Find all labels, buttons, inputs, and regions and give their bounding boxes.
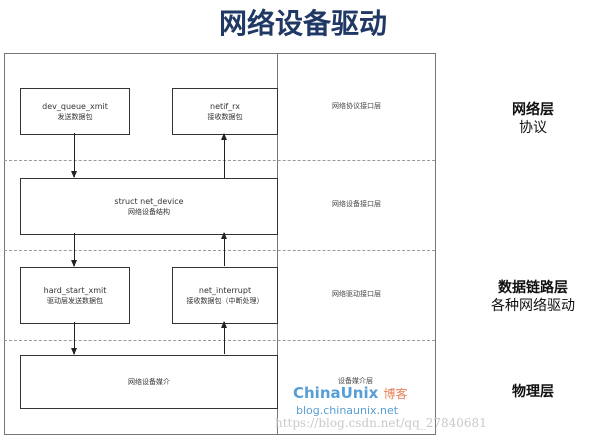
netif-rx-box: netif_rx 接收数据包 (172, 88, 278, 135)
arrow-xmit-to-device (71, 133, 77, 178)
hard-start-xmit-box: hard_start_xmit 驱动层发送数据包 (20, 267, 130, 324)
media-name: 网络设备媒介 (128, 378, 170, 386)
layer-divider-3 (4, 340, 435, 341)
net-device-desc: 网络设备结构 (128, 208, 170, 216)
side-network-title: 网络层 (512, 102, 554, 118)
netif-rx-name: netif_rx (210, 102, 240, 111)
arrow-hardxmit-to-media (71, 322, 77, 355)
net-interrupt-box: net_interrupt 接收数据包（中断处理） (172, 267, 278, 324)
side-datalink-sub: 各种网络驱动 (491, 298, 575, 314)
layer-label-protocol: 网络协议接口层 (332, 102, 381, 110)
diagram-title: 网络设备驱动 (218, 7, 387, 40)
net-device-name: struct net_device (114, 197, 184, 206)
net-interrupt-desc: 接收数据包（中断处理） (186, 297, 264, 305)
layer-divider-2 (4, 250, 435, 251)
hard-start-xmit-desc: 驱动层发送数据包 (47, 297, 103, 305)
arrow-device-to-rx (221, 133, 227, 178)
media-box: 网络设备媒介 (20, 355, 278, 409)
side-datalink-title: 数据链路层 (498, 280, 568, 296)
side-label-network: 网络层 协议 (460, 101, 606, 137)
netif-rx-desc: 接收数据包 (207, 113, 243, 121)
hard-start-xmit-name: hard_start_xmit (43, 286, 107, 295)
side-label-datalink: 数据链路层 各种网络驱动 (460, 279, 606, 315)
dev-queue-xmit-name: dev_queue_xmit (42, 102, 108, 111)
column-divider (277, 53, 278, 434)
layer-divider-1 (4, 160, 435, 161)
layer-label-driver: 网络驱动接口层 (332, 290, 381, 298)
chinaunix-site-watermark: blog.chinaunix.net (296, 404, 399, 417)
chinaunix-brand-sub: 博客 (383, 387, 408, 401)
net-device-box: struct net_device 网络设备结构 (20, 178, 278, 235)
layer-label-media: 设备媒介层 (338, 377, 373, 385)
layer-label-device: 网络设备接口层 (332, 200, 381, 208)
net-interrupt-name: net_interrupt (198, 286, 252, 295)
csdn-url-watermark: https://blog.csdn.net/qq_27840681 (275, 416, 487, 430)
side-label-physical: 物理层 (460, 383, 606, 401)
diagram-frame (4, 53, 436, 435)
chinaunix-watermark: ChinaUnix 博客 (293, 384, 408, 402)
dev-queue-xmit-box: dev_queue_xmit 发送数据包 (20, 88, 130, 135)
chinaunix-brand: ChinaUnix (293, 384, 379, 402)
arrow-device-to-hardxmit (71, 233, 77, 267)
side-physical-title: 物理层 (512, 384, 554, 400)
side-network-sub: 协议 (519, 120, 547, 136)
arrow-interrupt-to-device (221, 232, 227, 266)
arrow-media-to-interrupt (221, 321, 227, 354)
dev-queue-xmit-desc: 发送数据包 (57, 113, 93, 121)
